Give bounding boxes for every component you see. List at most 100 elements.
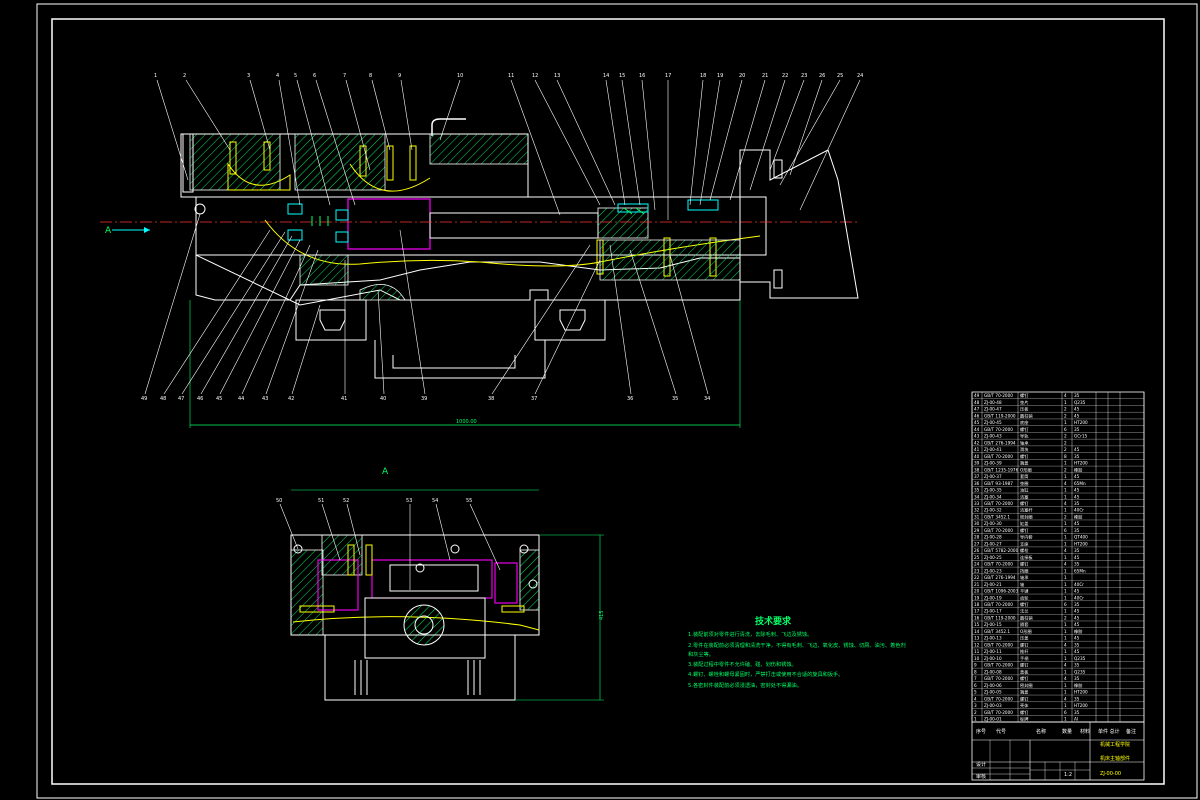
balloon-number: 37 xyxy=(531,396,537,402)
bom-cell: 45 xyxy=(1074,636,1080,641)
bom-cell: 4 xyxy=(1064,501,1067,506)
bom-cell: ZJ-00-27 xyxy=(984,541,1002,546)
balloon-number: 14 xyxy=(603,73,609,79)
bom-cell: HT200 xyxy=(1074,461,1088,466)
bom-cell: 1 xyxy=(1064,400,1067,405)
bom-cell: 螺钉 xyxy=(1020,695,1029,702)
balloon-number: 2 xyxy=(183,73,186,79)
balloon-number: 49 xyxy=(141,396,147,402)
bom-cell: 45 xyxy=(1074,407,1080,412)
bom-cell: 橡胶 xyxy=(1074,466,1082,473)
bom-cell: 挡圈 xyxy=(1020,567,1028,574)
tech-req-line: 3.装配过程中零件不允许磕、碰、划伤和锈蚀。 xyxy=(688,660,797,668)
bom-cell: 螺钉 xyxy=(1020,675,1029,682)
bom-cell: ZJ-00-32 xyxy=(984,508,1002,513)
school-name: 机械工程学院 xyxy=(1100,741,1130,748)
bom-cell: 螺钉 xyxy=(1020,641,1029,648)
tech-req-line: 4.螺钉、螺栓和螺母紧固时，严禁打击或使用不合适的旋具和扳手。 xyxy=(688,670,843,678)
balloon-number: 13 xyxy=(554,73,560,79)
balloon-number: 6 xyxy=(313,73,316,79)
bom-cell: 13 xyxy=(974,636,980,641)
bom-cell: 42 xyxy=(974,440,980,445)
bom-cell: Al xyxy=(1074,717,1078,722)
bom-cell: 导向套 xyxy=(1020,534,1033,541)
balloon-number: 45 xyxy=(216,396,222,402)
bom-cell: GB/T 70-2000 xyxy=(984,663,1013,668)
bom-cell: 7 xyxy=(974,676,977,681)
bom-cell: ZJ-00-21 xyxy=(984,582,1002,587)
bom-cell: GB/T 93-1987 xyxy=(984,481,1013,486)
bom-cell: 1 xyxy=(1064,568,1067,573)
bom-cell: 31 xyxy=(974,514,980,519)
bom-cell: 1 xyxy=(1064,595,1067,600)
bom-cell: 隔套 xyxy=(1020,621,1029,628)
bom-cell: 4 xyxy=(974,696,977,701)
balloon-number: 47 xyxy=(178,396,184,402)
bom-cell: 螺钉 xyxy=(1020,426,1029,433)
bom-cell: 1 xyxy=(1064,521,1067,526)
bom-cell: 螺钉 xyxy=(1020,709,1029,716)
bom-cell: 45 xyxy=(1074,615,1080,620)
bom-cell: 11 xyxy=(974,649,980,654)
bom-cell: 螺钉 xyxy=(1020,527,1029,534)
bom-cell: 35 xyxy=(1074,393,1080,398)
header-name: 名称 xyxy=(1036,728,1046,735)
bom-cell: 1 xyxy=(974,717,977,722)
drawing-title: 机床主轴部件 xyxy=(1100,755,1130,762)
bom-cell: 垫片 xyxy=(1020,399,1028,406)
bom-cell: GB/T 70-2000 xyxy=(984,562,1013,567)
header-remark: 备注 xyxy=(1126,728,1136,735)
bom-cell: 35 xyxy=(1074,548,1080,553)
bom-cell: 35 xyxy=(1074,501,1080,506)
balloon-number: 17 xyxy=(665,73,671,79)
bom-cell: 圆柱销 xyxy=(1020,614,1033,621)
balloon-number: 12 xyxy=(532,73,538,79)
bom-cell: 35 xyxy=(1074,454,1080,459)
balloon-number: 46 xyxy=(197,396,203,402)
bom-cell: ZJ-00-45 xyxy=(984,420,1002,425)
bom-cell: 4 xyxy=(1064,393,1067,398)
bom-cell: 65Mn xyxy=(1074,481,1086,486)
bom-cell: 1 xyxy=(1064,555,1067,560)
header-seq: 序号 xyxy=(976,728,986,735)
bom-cell: ZJ-00-15 xyxy=(984,622,1002,627)
bom-cell: 23 xyxy=(974,568,980,573)
bom-cell: 45 xyxy=(1074,521,1080,526)
bom-cell: 40Cr xyxy=(1074,582,1084,587)
bom-cell: 45 xyxy=(1074,622,1080,627)
bom-cell: 盖板 xyxy=(1020,668,1029,675)
bom-cell: 1 xyxy=(1064,488,1067,493)
bom-cell: 48 xyxy=(974,400,980,405)
bom-cell: ZJ-00-47 xyxy=(984,407,1002,412)
bom-cell: 螺钉 xyxy=(1020,662,1029,669)
bom-cell: 19 xyxy=(974,595,980,600)
bom-cell: GB/T 119-2000 xyxy=(984,413,1016,418)
title-block: 序号 代号 名称 数量 材料 单件 总计 备注 机械工程学院 机床主轴部件 ZJ… xyxy=(971,721,1145,781)
bom-cell: GB/T 70-2000 xyxy=(984,696,1013,701)
bom-cell: 33 xyxy=(974,501,980,506)
bom-cell: 38 xyxy=(974,467,980,472)
bom-cell: 手柄 xyxy=(1020,655,1028,662)
bom-cell: 40Cr xyxy=(1074,508,1084,513)
bom-cell: 45 xyxy=(1074,589,1080,594)
bom-cell: 2 xyxy=(974,710,977,715)
bom-cell: GB/T 70-2000 xyxy=(984,602,1013,607)
main-section-view: A 1000.00 xyxy=(100,79,861,428)
bom-cell: 16 xyxy=(974,615,980,620)
bom-cell: 底座 xyxy=(1020,419,1028,426)
balloon-number: 38 xyxy=(488,396,494,402)
bom-cell: 连接板 xyxy=(1020,554,1033,561)
bom-cell: 压板 xyxy=(1020,406,1029,413)
bom-cell: HT200 xyxy=(1074,703,1088,708)
bom-cell: 1 xyxy=(1064,508,1067,513)
sheet-outer-border xyxy=(36,3,1198,799)
bom-cell: 齿轮 xyxy=(1020,594,1029,601)
balloon-number: 43 xyxy=(262,396,268,402)
balloon-number: 55 xyxy=(466,498,472,504)
bom-cell: 12 xyxy=(974,642,980,647)
balloon-number: 53 xyxy=(406,498,412,504)
bom-cell: 47 xyxy=(974,407,980,412)
